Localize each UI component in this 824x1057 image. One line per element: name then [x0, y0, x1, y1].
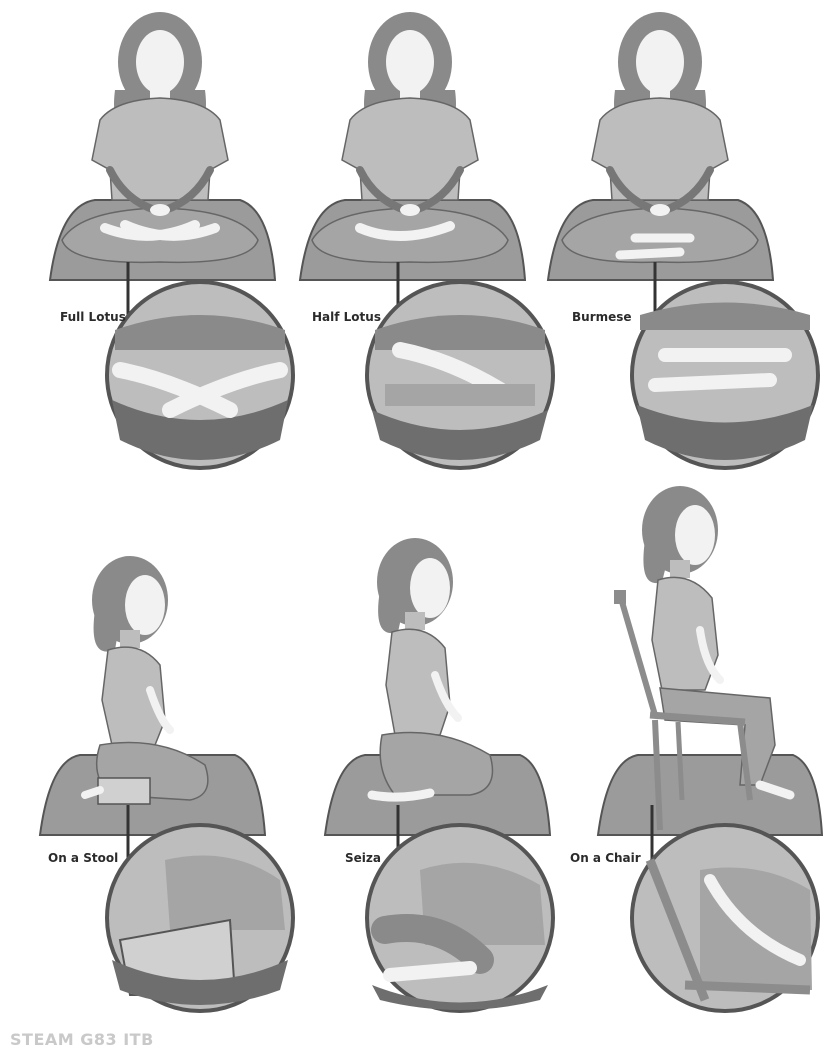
figure-on-a-stool	[40, 556, 265, 835]
pose-label-burmese: Burmese	[572, 310, 632, 324]
pose-label-on-a-stool: On a Stool	[48, 851, 118, 865]
footer-watermark: STEAM G83 ITB	[10, 1030, 154, 1049]
pose-label-half-lotus: Half Lotus	[312, 310, 381, 324]
detail-circle-seiza	[367, 825, 553, 1011]
figure-seiza	[325, 538, 550, 835]
detail-circle-full-lotus	[107, 282, 293, 468]
detail-circle-on-a-stool	[107, 825, 293, 1011]
figure-on-a-chair	[598, 486, 822, 835]
detail-circle-burmese	[632, 282, 818, 468]
figure-burmese	[548, 12, 773, 280]
detail-circle-on-a-chair	[632, 825, 818, 1011]
pose-label-full-lotus: Full Lotus	[60, 310, 126, 324]
pose-label-seiza: Seiza	[345, 851, 381, 865]
detail-circle-half-lotus	[367, 282, 553, 468]
figure-full-lotus	[50, 12, 275, 280]
figure-half-lotus	[300, 12, 525, 280]
pose-label-on-a-chair: On a Chair	[570, 851, 641, 865]
